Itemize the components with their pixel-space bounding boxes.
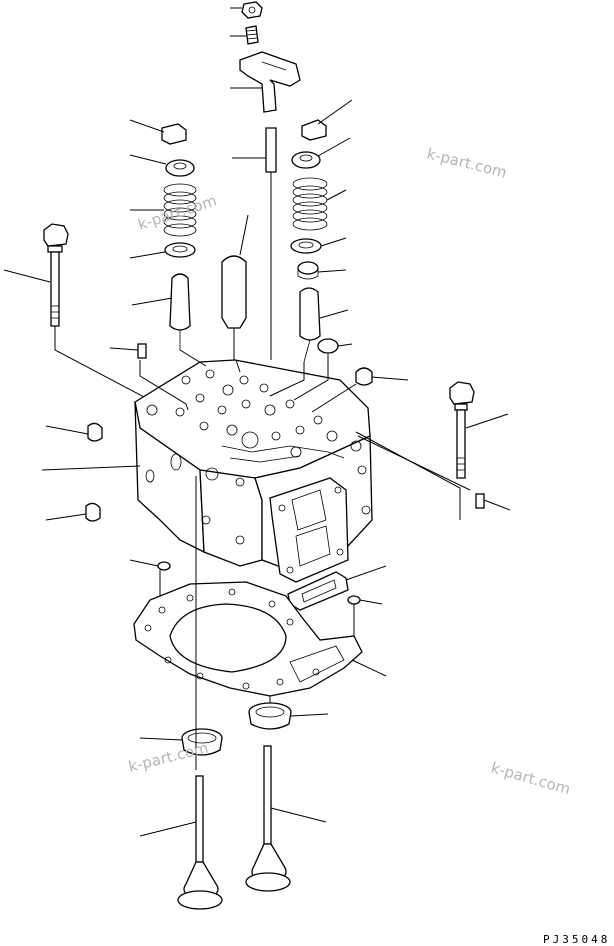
expansion-plug-left-upper [45, 422, 103, 442]
spring-seat-left [129, 242, 196, 259]
valve-spring-right [292, 177, 347, 231]
watermark-4: k-part.com [489, 759, 572, 799]
watermark-3: k-part.com [127, 739, 211, 776]
o-ring-small-left [129, 559, 171, 604]
valve-cotter-left [129, 119, 187, 145]
cylinder-head [41, 359, 461, 583]
expansion-plug-right [355, 367, 409, 386]
adjusting-screw [230, 25, 259, 45]
spring-retainer-left [129, 154, 195, 177]
o-ring-small-right [347, 595, 383, 636]
injector-sleeve [221, 214, 249, 360]
intake-valve [139, 476, 223, 910]
dowel-pin-right [475, 493, 511, 511]
valve-spring-left [130, 183, 197, 237]
valve-seat-insert-left [139, 728, 223, 756]
valve-seat-insert-right [248, 702, 329, 730]
head-bolt-left [3, 223, 147, 412]
expansion-plug-left-lower [45, 502, 101, 522]
spring-seat-right [290, 237, 347, 254]
dowel-pin-left [109, 343, 147, 359]
watermark-2: k-part.com [136, 191, 219, 233]
valve-stem-seal-right [297, 261, 347, 280]
push-rod [232, 127, 277, 360]
rocker-bridge [230, 51, 301, 113]
spring-retainer-right [291, 137, 351, 169]
valve-guide-left [131, 273, 191, 350]
valve-cotter-right [301, 99, 353, 141]
valve-guide-right [299, 287, 349, 363]
watermark-1: k-part.com [425, 144, 509, 181]
expansion-plug-top [317, 338, 353, 354]
drawing-code: PJ35048 [543, 933, 610, 946]
head-gasket [133, 581, 387, 706]
exhaust-valve [245, 745, 327, 892]
adjusting-nut [230, 1, 263, 19]
head-bolt-right [449, 381, 509, 479]
